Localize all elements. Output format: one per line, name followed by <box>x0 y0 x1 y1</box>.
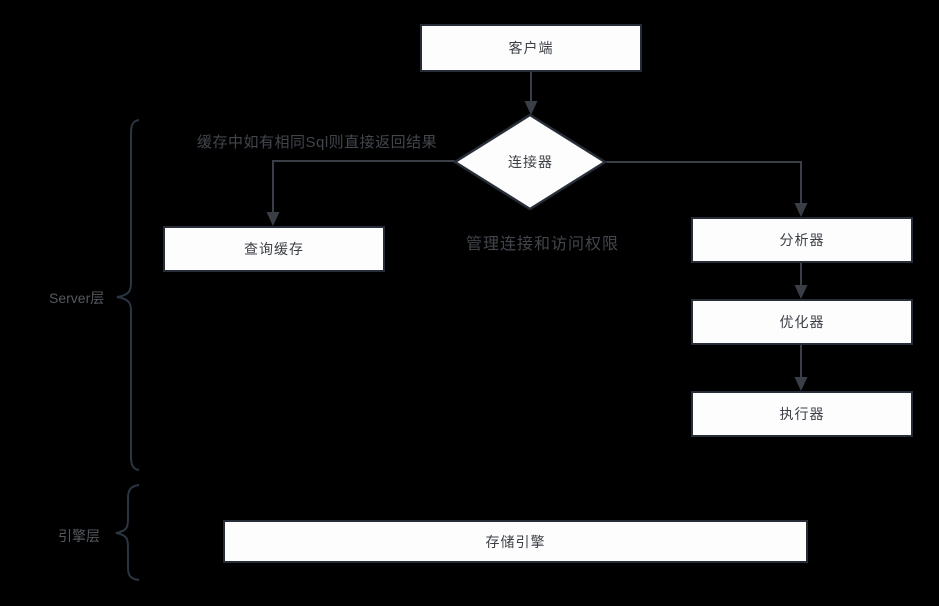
node-storage-engine: 存储引擎 <box>223 520 808 563</box>
annotation-connector-role: 管理连接和访问权限 <box>466 236 620 253</box>
arrowhead-analyzer-optimizer <box>794 285 808 299</box>
node-executor-label: 执行器 <box>779 406 825 422</box>
connector-diamond-shape <box>452 113 608 211</box>
node-connector-label: 连接器 <box>508 154 553 170</box>
node-query-cache: 查询缓存 <box>163 226 385 272</box>
node-client-label: 客户端 <box>508 40 554 56</box>
edge-connector-analyzer <box>605 161 802 203</box>
node-analyzer: 分析器 <box>691 217 913 263</box>
arrowhead-client-connector <box>524 101 538 115</box>
edge-connector-query-cache <box>272 160 455 212</box>
server-layer-label: Server层 <box>49 290 105 306</box>
node-analyzer-label: 分析器 <box>779 232 825 248</box>
node-query-cache-label: 查询缓存 <box>244 241 304 257</box>
node-optimizer: 优化器 <box>691 299 913 345</box>
arrowhead-connector-analyzer <box>794 203 808 217</box>
annotation-cache-hit: 缓存中如有相同Sql则直接返回结果 <box>197 134 438 151</box>
node-executor: 执行器 <box>691 391 913 437</box>
engine-layer-label: 引擎层 <box>58 528 100 544</box>
node-optimizer-label: 优化器 <box>779 314 825 330</box>
server-layer-brace <box>116 119 140 471</box>
arrowhead-connector-query-cache <box>266 212 280 226</box>
engine-layer-brace <box>115 484 140 581</box>
node-storage-engine-label: 存储引擎 <box>485 533 546 550</box>
arrowhead-optimizer-executor <box>794 377 808 391</box>
node-client: 客户端 <box>420 24 642 72</box>
